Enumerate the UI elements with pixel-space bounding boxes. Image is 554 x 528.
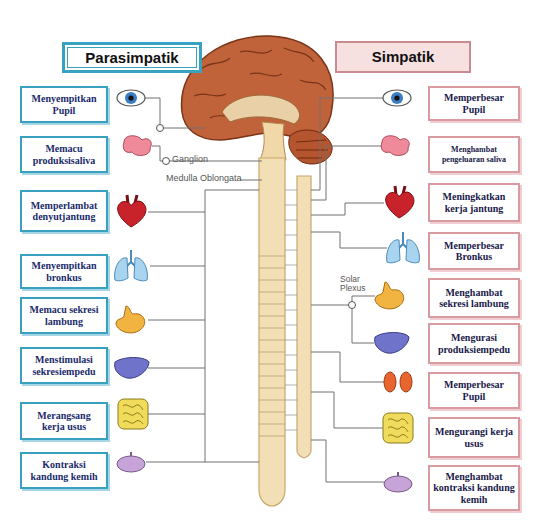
effect-box: Memperbesar Pupil <box>428 86 520 121</box>
nerve-lines-right <box>311 98 387 482</box>
ganglion-node <box>163 158 170 165</box>
box-text: Memperlambat denyutjantung <box>25 200 103 223</box>
salivary-gland-icon <box>381 136 409 156</box>
solar-plexus-node <box>349 302 356 309</box>
box-text: Menyempitkan Pupil <box>25 93 103 116</box>
effect-box: Memacu produksisaliva <box>20 136 108 173</box>
effect-box: Menyempitkan Pupil <box>20 86 108 123</box>
box-text: Menghambat pengeluaran saliva <box>433 145 515 163</box>
section-heading-box: Simpatik <box>335 41 471 73</box>
effect-box: Menghambat pengeluaran saliva <box>428 136 520 173</box>
ganglion-node <box>157 125 164 132</box>
box-text: Memperbesar Pupil <box>433 379 515 402</box>
effect-box: Kontraksi kandung kemih <box>20 452 108 489</box>
intestine-icon <box>118 399 148 429</box>
spinal-cord <box>259 158 311 506</box>
box-text: Meningkatkan kerja jantung <box>433 191 515 214</box>
box-text: Merangsang kerja usus <box>25 410 103 433</box>
annotation-label: Solar Plexus <box>340 275 372 294</box>
box-text: Memacu produksisaliva <box>25 143 103 166</box>
effect-box: Memperlambat denyutjantung <box>20 190 108 232</box>
effect-box: Meningkatkan kerja jantung <box>428 183 520 222</box>
box-text: Menstimulasi sekresiempedu <box>25 354 103 377</box>
lungs-icon <box>115 250 148 281</box>
effect-box: Merangsang kerja usus <box>20 402 108 440</box>
kidneys-icon <box>384 372 412 392</box>
liver-icon <box>115 358 149 379</box>
box-text: Memacu sekresi lambung <box>25 304 103 327</box>
heart-icon <box>118 195 146 227</box>
effect-box: Menghambat sekresi lambung <box>428 278 520 318</box>
box-text: Mengurangi kerja usus <box>433 426 515 449</box>
annotation-label: Ganglion <box>172 155 232 165</box>
box-text: Parasimpatik <box>85 49 178 66</box>
intestine-icon <box>383 413 413 443</box>
box-text: Kontraksi kandung kemih <box>25 459 103 482</box>
heart-icon <box>386 186 414 218</box>
effect-box: Memperbesar Bronkus <box>428 232 520 270</box>
salivary-gland-icon <box>123 136 151 156</box>
brain-drawing <box>182 36 334 164</box>
eye-icon <box>383 90 411 106</box>
effect-box: Menghambat kontraksi kandung kemih <box>428 465 520 511</box>
bladder-icon <box>117 452 145 472</box>
box-text: Mengurasi produksiempedu <box>433 332 515 355</box>
effect-box: Mengurangi kerja usus <box>428 417 520 458</box>
section-heading-box: Parasimpatik <box>62 42 202 73</box>
eye-icon <box>117 90 145 106</box>
box-text: Memperbesar Bronkus <box>433 240 515 263</box>
box-text: Simpatik <box>372 48 435 65</box>
liver-icon <box>375 333 409 354</box>
effect-box: Memperbesar Pupil <box>428 372 520 409</box>
box-text: Menghambat sekresi lambung <box>433 287 515 310</box>
effect-box: Mengurasi produksiempedu <box>428 323 520 364</box>
effect-box: Menstimulasi sekresiempedu <box>20 347 108 384</box>
effect-box: Memacu sekresi lambung <box>20 297 108 334</box>
effect-box: Menyempitkan bronkus <box>20 254 108 289</box>
bladder-icon <box>384 472 412 492</box>
lungs-icon <box>387 232 420 263</box>
stomach-icon <box>116 306 145 333</box>
stomach-icon <box>375 282 404 309</box>
box-text: Menyempitkan bronkus <box>25 260 103 283</box>
nerve-lines-left <box>145 98 262 462</box>
annotation-label: Medulla Oblongata <box>166 174 256 184</box>
box-text: Menghambat kontraksi kandung kemih <box>433 471 515 506</box>
box-text: Memperbesar Pupil <box>433 92 515 115</box>
